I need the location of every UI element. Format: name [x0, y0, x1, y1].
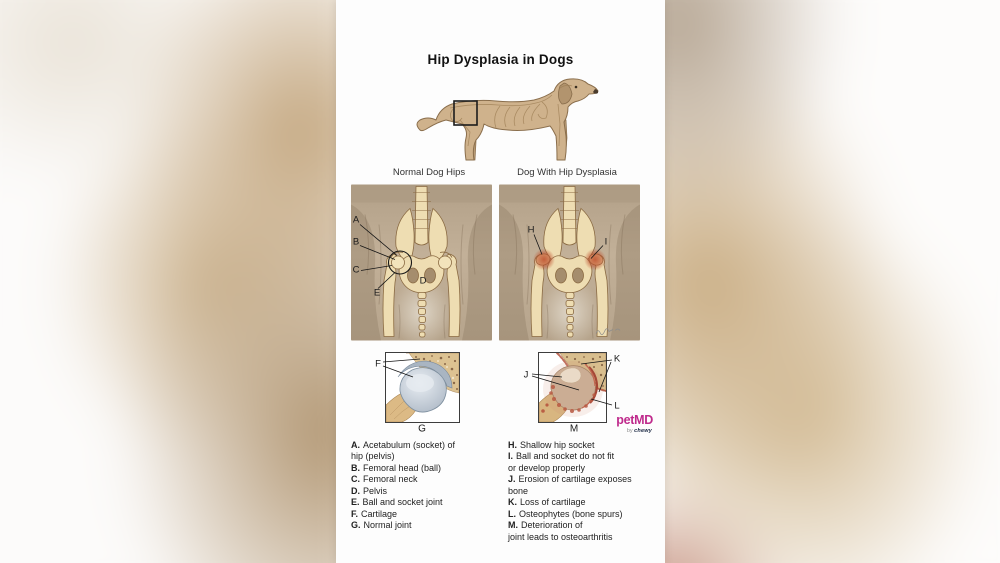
legend-row: bone [508, 485, 529, 496]
legend-row: C.Femoral neck [351, 474, 418, 485]
marker-i: I [604, 236, 608, 248]
legend-dysplasia: H.Shallow hip socket I.Ball and socket d… [508, 440, 662, 543]
legend-row: D.Pelvis [351, 485, 388, 496]
marker-j: J [523, 369, 529, 381]
legend-row: B.Femoral head (ball) [351, 462, 442, 473]
leader-lines-normal [359, 224, 398, 289]
legend-row: joint leads to osteoarthritis [508, 531, 613, 542]
dysplastic-joint-inset-box [538, 352, 607, 423]
inflamed-joint-left [533, 248, 555, 271]
legend-row: H.Shallow hip socket [508, 440, 595, 450]
normal-hips-illustration [351, 184, 492, 347]
joint-insets-row: F G J K L M petMD by chewy [336, 345, 665, 445]
legend-row: K.Loss of cartilage [508, 497, 586, 508]
petmd-logo: petMD by chewy [603, 414, 653, 434]
page-title: Hip Dysplasia in Dogs [427, 52, 574, 67]
marker-l: L [614, 400, 620, 412]
hip-zoom-box [453, 100, 478, 126]
dog-illustration [416, 78, 599, 161]
artist-signature [595, 328, 621, 335]
legend-row: hip (pelvis) [351, 451, 395, 462]
background-blur-left [0, 0, 380, 563]
legend-row: I.Ball and socket do not fit [508, 451, 615, 462]
marker-f: F [375, 358, 381, 370]
dog-eye [574, 85, 578, 89]
legend-row: G.Normal joint [351, 520, 412, 531]
legend-row: M.Deterioration of [508, 520, 583, 531]
section-label-normal: Normal Dog Hips [392, 167, 466, 178]
marker-d: D [419, 275, 427, 287]
inflamed-joint-right [584, 248, 606, 271]
petmd-wordmark: petMD [616, 413, 653, 427]
marker-e: E [373, 287, 381, 299]
legend-row: J.Erosion of cartilage exposes [508, 474, 632, 485]
petmd-byline: by chewy [626, 427, 652, 434]
dog-nose [593, 89, 599, 94]
section-label-dysplasia: Dog With Hip Dysplasia [517, 167, 617, 178]
legend-normal: A.Acetabulum (socket) of hip (pelvis) B.… [351, 440, 503, 532]
marker-b: B [352, 236, 360, 248]
marker-a: A [352, 214, 360, 226]
marker-h: H [527, 224, 535, 236]
legend-row: F.Cartilage [351, 508, 398, 519]
leader-lines-dysplasia [533, 234, 604, 259]
dysplasia-hips-illustration [499, 184, 640, 347]
dysplastic-joint-inset-illustration [538, 352, 607, 423]
dog-skeleton [449, 84, 573, 147]
background-blur-right [605, 0, 1000, 563]
normal-hips-diagram: A B C D E [351, 184, 492, 347]
legend-row: L.Osteophytes (bone spurs) [508, 508, 623, 519]
caption-m: M [569, 423, 579, 435]
infographic-panel: Hip Dysplasia in Dogs Normal Dog Hips Do… [336, 0, 665, 563]
legend-row: E.Ball and socket joint [351, 497, 443, 508]
dysplasia-hips-diagram: H I [499, 184, 640, 347]
normal-joint-inset-illustration [385, 352, 460, 423]
marker-c: C [352, 264, 360, 276]
legend-row: or develop properly [508, 462, 586, 473]
dog-body [416, 78, 599, 161]
joint-annotation-circle [387, 250, 413, 275]
legend-row: A.Acetabulum (socket) of [351, 440, 456, 450]
caption-g: G [418, 423, 426, 435]
normal-joint-inset-box [385, 352, 460, 423]
marker-k: K [613, 353, 621, 365]
